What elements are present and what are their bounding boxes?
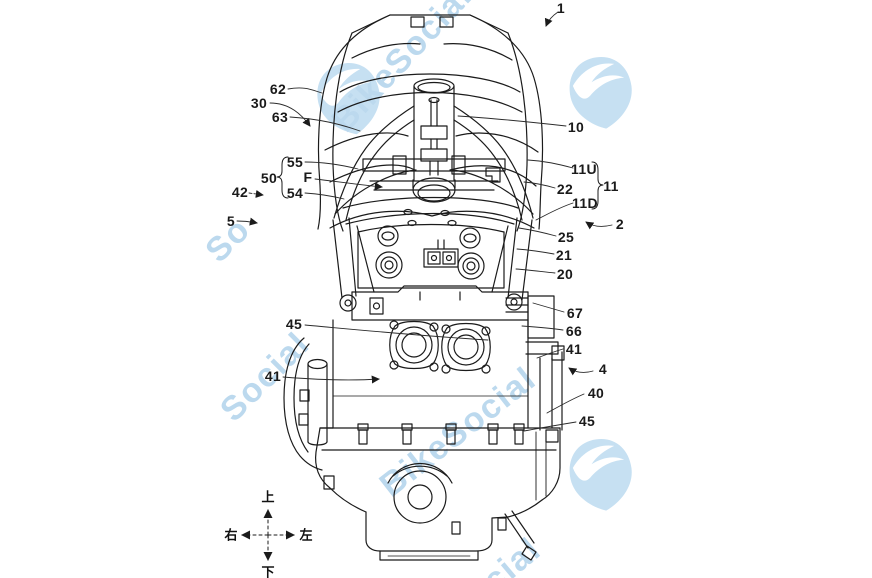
ref-label-2: 2: [615, 216, 625, 232]
frame-spars: [329, 105, 535, 229]
compass-right-label: 右: [224, 527, 238, 543]
leader-lines: [236, 11, 613, 432]
left-group-brace: [276, 156, 289, 199]
right-group-brace: [591, 161, 604, 210]
bolt-row: [357, 423, 525, 445]
drain-tube: [504, 510, 535, 549]
ref-label-10: 10: [567, 119, 585, 135]
engine-left-side: [283, 337, 328, 471]
steering-head: [412, 78, 456, 203]
ref-label-66: 66: [565, 323, 583, 339]
ref-label-25: 25: [557, 229, 575, 245]
compass-cross: [241, 509, 295, 561]
throttle-bodies: [389, 320, 491, 374]
compass-down-label: 下: [261, 564, 275, 578]
ref-label-63: 63: [271, 109, 289, 125]
ref-label-50: 50: [260, 170, 278, 186]
ref-label-22: 22: [556, 181, 574, 197]
ref-label-F: F: [303, 169, 313, 185]
ref-label-4: 4: [598, 361, 608, 377]
ref-label-62: 62: [269, 81, 287, 97]
ref-label-5: 5: [226, 213, 236, 229]
ref-label-45-right: 45: [578, 413, 596, 429]
ref-label-41-left: 41: [264, 368, 282, 384]
ref-label-11D: 11D: [571, 195, 599, 211]
ref-label-45-left: 45: [285, 316, 303, 332]
ref-label-21: 21: [555, 247, 573, 263]
compass-left-label: 左: [299, 527, 313, 543]
ref-label-54: 54: [286, 185, 304, 201]
oil-pan: [365, 510, 537, 561]
compass-up-label: 上: [261, 489, 275, 505]
ref-label-42: 42: [231, 184, 249, 200]
crankcase: [315, 319, 561, 524]
frame-downtubes: [332, 217, 533, 312]
engine-right-side: [525, 295, 565, 443]
ref-label-55: 55: [286, 154, 304, 170]
fuel-tank: [317, 14, 544, 232]
ref-label-20: 20: [556, 266, 574, 282]
ref-label-30: 30: [250, 95, 268, 111]
ref-label-40: 40: [587, 385, 605, 401]
ref-label-41-right: 41: [565, 341, 583, 357]
ref-label-1: 1: [556, 0, 566, 16]
ref-label-67: 67: [566, 305, 584, 321]
ref-label-11: 11: [603, 178, 619, 194]
group-braces: [276, 156, 604, 210]
valve-cover: [351, 285, 529, 321]
ref-label-11U: 11U: [570, 161, 598, 177]
airbox-intakes: [357, 208, 505, 289]
